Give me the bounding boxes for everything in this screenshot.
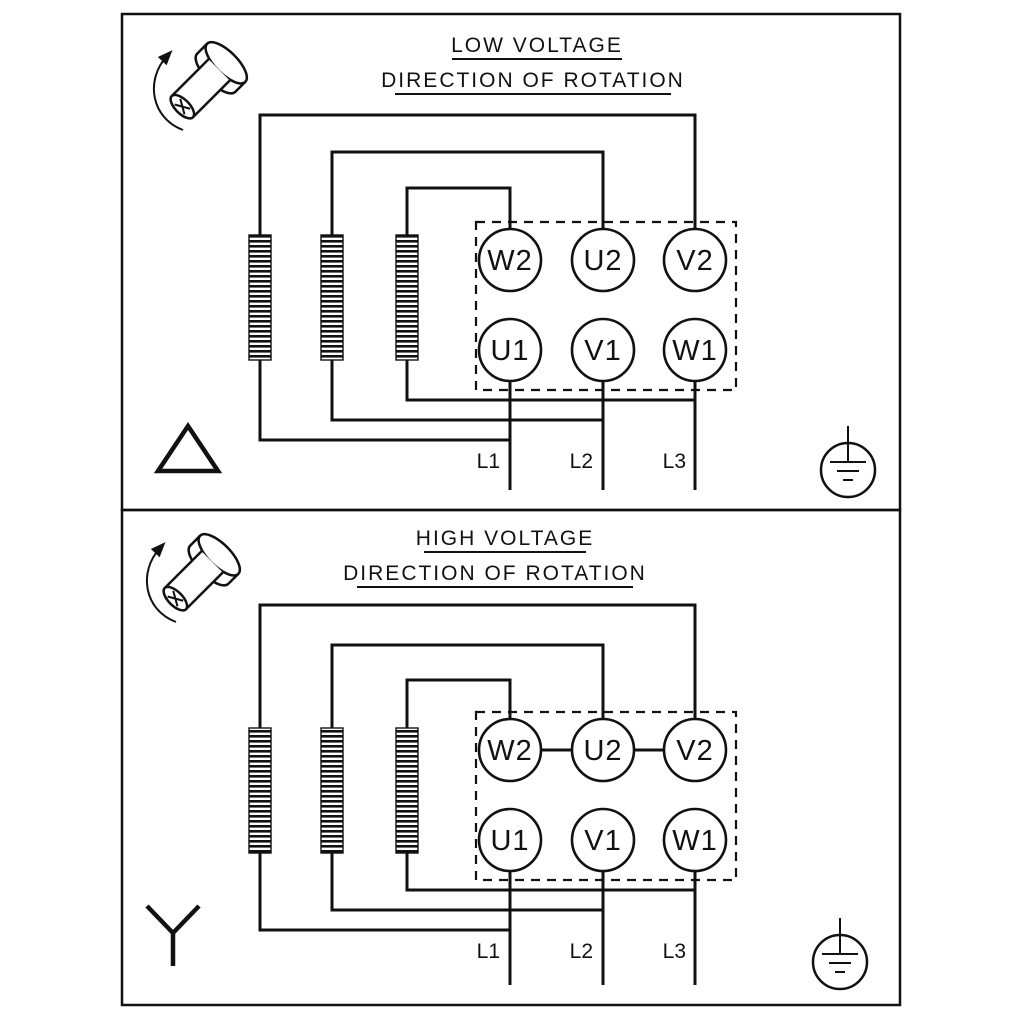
terminal-label: W1: [672, 825, 718, 857]
line-label-l1: L1: [477, 940, 500, 963]
earth-ground-icon: [811, 916, 869, 991]
winding-coil: [395, 727, 419, 854]
rotation-shaft-icon: [152, 34, 255, 132]
wye-symbol: [145, 904, 201, 966]
terminal-w1: [662, 317, 728, 383]
terminal-w2: [477, 227, 543, 293]
terminal-u2: [570, 227, 636, 293]
winding-wire: [258, 113, 697, 442]
line-label-l2: L2: [570, 450, 593, 473]
rotation-shaft-icon: [145, 526, 248, 624]
terminal-v1: [570, 807, 636, 873]
terminal-label: U1: [490, 825, 529, 857]
terminal-v1: [570, 317, 636, 383]
terminal-w1: [662, 807, 728, 873]
winding-wire: [405, 678, 695, 892]
terminal-label: V1: [584, 825, 621, 857]
terminal-label: V2: [676, 245, 713, 277]
winding-wire: [405, 186, 695, 402]
winding-coil: [395, 234, 419, 361]
winding-wire: [330, 643, 605, 912]
delta-symbol: [153, 421, 223, 474]
panel-subtitle: DIRECTION OF ROTATION: [343, 562, 647, 585]
winding-coil: [320, 234, 344, 361]
earth-ground-icon: [819, 424, 877, 499]
line-label-l2: L2: [570, 940, 593, 963]
terminal-block: [474, 710, 738, 882]
line-label-l1: L1: [477, 450, 500, 473]
terminal-label: U2: [583, 245, 622, 277]
terminal-u1: [477, 807, 543, 873]
terminal-w2: [477, 717, 543, 783]
line-label-l3: L3: [663, 940, 686, 963]
terminal-label: V1: [584, 335, 621, 367]
panel-low-voltage: LOW VOLTAGE DIRECTION OF ROTATION W2 U2 …: [120, 12, 902, 512]
panel-title: HIGH VOLTAGE: [416, 527, 594, 550]
winding-coil: [248, 727, 272, 854]
terminal-v2: [662, 717, 728, 783]
panel-subtitle: DIRECTION OF ROTATION: [381, 69, 685, 92]
winding-wire: [258, 603, 697, 932]
terminal-label: U2: [583, 735, 622, 767]
terminal-label: W2: [487, 245, 533, 277]
terminal-label: W2: [487, 735, 533, 767]
winding-coil: [320, 727, 344, 854]
winding-wire: [330, 150, 605, 422]
panel-title: LOW VOLTAGE: [451, 34, 623, 57]
winding-coil: [248, 234, 272, 361]
line-label-l3: L3: [663, 450, 686, 473]
terminal-u2: [570, 717, 636, 783]
terminal-u1: [477, 317, 543, 383]
terminal-block: [474, 220, 738, 392]
terminal-label: V2: [676, 735, 713, 767]
terminal-label: W1: [672, 335, 718, 367]
terminal-v2: [662, 227, 728, 293]
panel-high-voltage: HIGH VOLTAGE DIRECTION OF ROTATION W2 U2…: [120, 508, 902, 1007]
panel-border: [120, 508, 902, 1007]
terminal-label: U1: [490, 335, 529, 367]
